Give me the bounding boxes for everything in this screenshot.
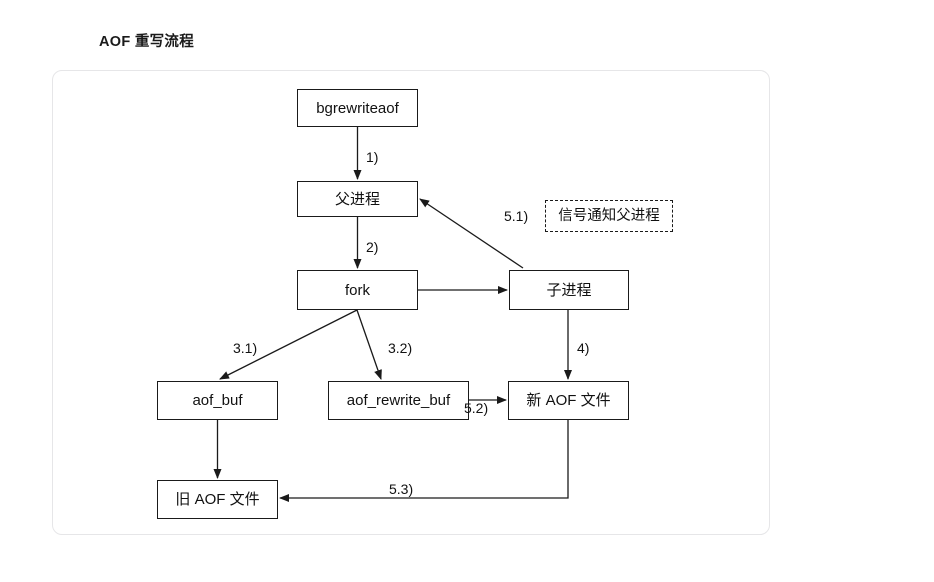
node-parent-process[interactable]: 父进程: [297, 181, 418, 217]
edge-label-3-1: 3.1): [233, 340, 258, 356]
node-old-aof-file[interactable]: 旧 AOF 文件: [157, 480, 278, 519]
edge-31-line: [219, 309, 358, 380]
edge-32-line: [356, 309, 382, 380]
edge-label-5-1: 5.1): [504, 208, 529, 224]
page-title: AOF 重写流程: [99, 34, 195, 50]
edge-label-5-2: 5.2): [464, 400, 489, 416]
edge-label-5-3: 5.3): [389, 481, 414, 497]
edge-51-line: [419, 198, 524, 269]
edge-53-line: [279, 420, 569, 502]
node-aof-rewrite-buf[interactable]: aof_rewrite_buf: [328, 381, 469, 420]
node-new-aof-file[interactable]: 新 AOF 文件: [508, 381, 629, 420]
edge-label-3-2: 3.2): [388, 340, 413, 356]
edge-label-1: 1): [366, 149, 379, 165]
edge-label-2: 2): [366, 239, 379, 255]
node-fork[interactable]: fork: [297, 270, 418, 310]
node-aof-buf[interactable]: aof_buf: [157, 381, 278, 420]
node-signal-notify-parent[interactable]: 信号通知父进程: [545, 200, 673, 232]
node-bgrewriteaof[interactable]: bgrewriteaof: [297, 89, 418, 127]
node-child-process[interactable]: 子进程: [509, 270, 629, 310]
edge-label-4: 4): [577, 340, 590, 356]
